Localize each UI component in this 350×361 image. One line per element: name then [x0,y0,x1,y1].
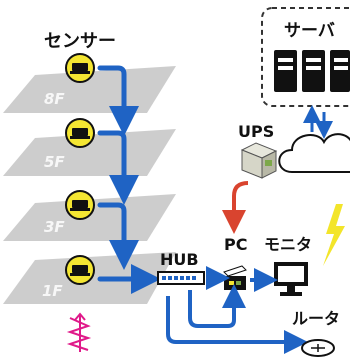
flow-arrow [97,130,139,205]
sensor-icon [65,255,95,285]
server-label: サーバ [284,21,335,41]
server-icon [274,50,297,92]
lightning-icon [323,204,345,266]
monitor-label: モニタ [264,235,312,254]
floor-3f: 3F [3,194,176,241]
router-icon [301,339,335,357]
flow-arrow [97,65,139,136]
floor-label-3f: 3F [44,218,65,236]
power-arrow [222,181,249,234]
floor-label-5f: 5F [44,153,65,171]
wave-icon [66,312,92,352]
hub-icon [157,271,205,285]
sensor-label: センサー [44,31,116,52]
hub-label: HUB [160,250,199,269]
floor-8f: 8F [3,66,176,113]
server-icon [302,50,325,92]
hub-router-link [166,296,308,354]
server-icon [330,50,350,92]
floor-label-8f: 8F [44,90,65,108]
hub-pc-loop [188,284,246,328]
flow-arrow [97,202,139,270]
cloud-icon [278,133,350,173]
sensor-icon [65,118,95,148]
pc-icon [223,265,247,290]
sensor-icon [65,190,95,220]
pc-label: PC [224,235,247,254]
ups-icon [240,142,278,179]
floor-5f: 5F [3,129,176,176]
router-label: ルータ [292,309,340,328]
floor-label-1f: 1F [42,282,63,300]
ups-label: UPS [238,122,274,141]
sensor-icon [65,53,95,83]
monitor-icon [274,262,308,296]
